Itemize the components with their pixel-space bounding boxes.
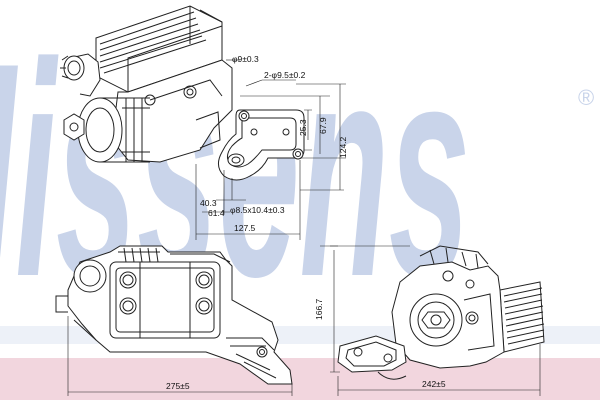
- top-cooler-drawing: [60, 5, 305, 181]
- dim-top-hole: φ9±0.3: [232, 54, 259, 64]
- filter-housing: [63, 97, 150, 163]
- dim-width-242: 242±5: [422, 379, 446, 389]
- dim-width-275: 275±5: [166, 381, 190, 391]
- background-band: [0, 358, 600, 400]
- side-dimension-lines: [320, 245, 541, 396]
- front-view-drawing: [55, 245, 293, 385]
- dim-width-127: 127.5: [234, 223, 256, 233]
- side-view-drawing: [337, 245, 545, 380]
- dim-two-holes: 2-φ9.5±0.2: [264, 70, 306, 80]
- inlet-pipe: [60, 53, 101, 97]
- side-cooler-stack: [499, 281, 545, 353]
- dim-offset-25: 25.3: [298, 119, 308, 136]
- gasket-plate: [218, 109, 305, 181]
- dim-height-124: 124.2: [338, 136, 348, 158]
- cooler-core-front: [109, 261, 221, 339]
- top-dimension-lines: [195, 59, 346, 240]
- dim-height-67: 67.9: [318, 117, 328, 134]
- dim-slot: φ8.5x10.4±0.3: [230, 205, 285, 215]
- dim-offset-61: 61.4: [208, 208, 225, 218]
- registered-mark: ®: [578, 85, 594, 110]
- dim-offset-40: 40.3: [200, 198, 217, 208]
- front-dimension-lines: [67, 316, 293, 396]
- dim-height-166: 166.7: [314, 298, 324, 320]
